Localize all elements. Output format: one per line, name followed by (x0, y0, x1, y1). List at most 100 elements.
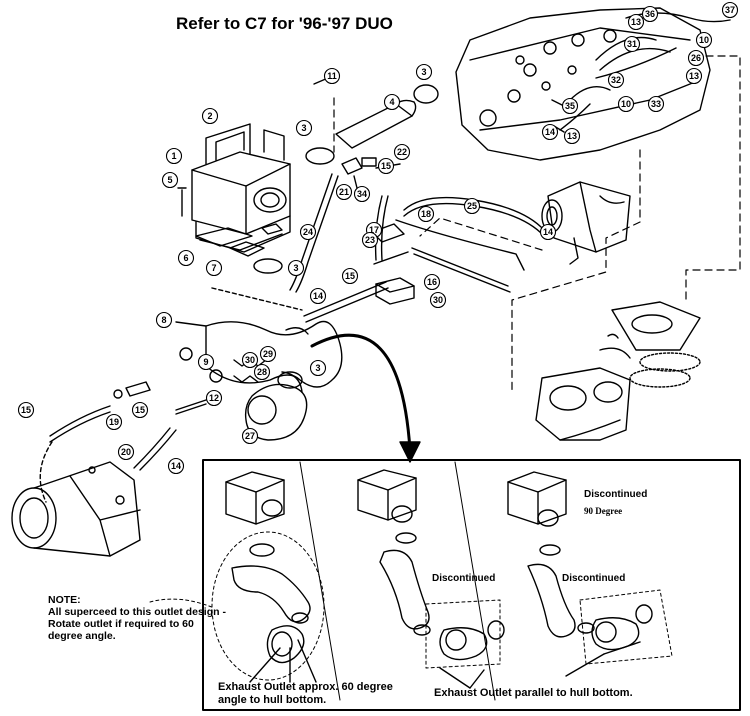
callout-number: 7 (211, 263, 216, 273)
callout-8: 8 (155, 311, 173, 329)
callout-circle (607, 71, 625, 89)
callout-circle (205, 259, 223, 277)
callout-number: 37 (725, 5, 735, 15)
callout-number: 3 (421, 67, 426, 77)
callout-circle (309, 359, 327, 377)
callout-circle (423, 273, 441, 291)
callout-36: 36 (641, 5, 659, 23)
callout-number: 26 (691, 53, 701, 63)
callout-27: 27 (241, 427, 259, 445)
callout-circle (287, 259, 305, 277)
inset-muffler-2 (357, 469, 505, 689)
callout-32: 32 (607, 71, 625, 89)
callout-15: 15 (17, 401, 35, 419)
callout-number: 16 (427, 277, 437, 287)
callout-10: 10 (695, 31, 713, 49)
callout-number: 13 (631, 17, 641, 27)
callout-circle (539, 223, 557, 241)
callout-31: 31 (623, 35, 641, 53)
callout-circle (205, 389, 223, 407)
callout-number: 28 (257, 367, 267, 377)
callout-circle (131, 401, 149, 419)
callout-number: 34 (357, 189, 367, 199)
callout-3: 3 (415, 63, 433, 81)
callout-number: 17 (369, 225, 379, 235)
callout-28: 28 (253, 363, 271, 381)
exhaust-outlet-27 (244, 383, 308, 441)
callout-circle (463, 197, 481, 215)
callout-number: 15 (345, 271, 355, 281)
callout-26: 26 (687, 49, 705, 67)
callout-number: 14 (171, 461, 181, 471)
engine-block (535, 301, 701, 441)
label-discontinued-3: Discontinued (562, 573, 626, 584)
callout-21: 21 (335, 183, 353, 201)
callout-1: 1 (165, 147, 183, 165)
callout-number: 2 (207, 111, 212, 121)
callout-number: 14 (313, 291, 323, 301)
callout-11: 11 (323, 67, 341, 85)
callout-number: 14 (545, 127, 555, 137)
callout-circle (563, 127, 581, 145)
callout-number: 24 (303, 227, 313, 237)
clamp-3a (305, 147, 335, 165)
callout-number: 33 (651, 99, 661, 109)
fitting-15 (125, 381, 151, 397)
water-hose-35 (559, 103, 591, 131)
callout-number: 36 (645, 9, 655, 19)
callout-circle (105, 413, 123, 431)
callout-circle (617, 95, 635, 113)
callout-number: 30 (245, 355, 255, 365)
callout-number: 3 (293, 263, 298, 273)
callout-circle (415, 63, 433, 81)
callout-6: 6 (177, 249, 195, 267)
callout-circle (241, 351, 259, 369)
callout-13: 13 (563, 127, 581, 145)
callout-number: 15 (135, 405, 145, 415)
callout-circle (377, 157, 395, 175)
nut-9a (179, 347, 193, 361)
callout-circle (695, 31, 713, 49)
rod-30 (411, 247, 509, 287)
note-text: NOTE: All superceed to this outlet desig… (48, 594, 226, 642)
box-16 (375, 277, 415, 305)
callout-15: 15 (377, 157, 395, 175)
callout-number: 25 (467, 201, 477, 211)
inset-muffler-1 (225, 471, 317, 683)
callout-5: 5 (161, 171, 179, 189)
callout-number: 19 (109, 417, 119, 427)
exhaust-hose-4 (335, 103, 413, 149)
callout-number: 21 (339, 187, 349, 197)
callout-9: 9 (197, 353, 215, 371)
page-title: Refer to C7 for '96-'97 DUO (176, 14, 393, 33)
water-hose-26 (595, 47, 677, 79)
callout-circle (721, 1, 739, 19)
callout-number: 8 (161, 315, 166, 325)
callout-14: 14 (541, 123, 559, 141)
callout-35: 35 (561, 97, 579, 115)
callout-2: 2 (201, 107, 219, 125)
callout-19: 19 (105, 413, 123, 431)
callout-circle (295, 119, 313, 137)
callout-circle (323, 67, 341, 85)
callout-circle (429, 291, 447, 309)
callout-circle (393, 143, 411, 161)
callout-12: 12 (205, 389, 223, 407)
callout-3: 3 (287, 259, 305, 277)
callout-10: 10 (617, 95, 635, 113)
mount-clip-7 (229, 241, 265, 257)
caption-parallel: Exhaust Outlet parallel to hull bottom. (434, 687, 633, 699)
callout-circle (361, 231, 379, 249)
fitting-21 (341, 157, 363, 175)
callout-circle (561, 97, 579, 115)
carburetor (541, 181, 631, 265)
caption-60-degree: Exhaust Outlet approx. 60 degree angle t… (218, 681, 393, 706)
mount-plate-6 (195, 227, 253, 247)
callout-circle (155, 311, 173, 329)
callout-circle (687, 49, 705, 67)
callout-number: 1 (171, 151, 176, 161)
callout-number: 23 (365, 235, 375, 245)
callout-circle (241, 427, 259, 445)
